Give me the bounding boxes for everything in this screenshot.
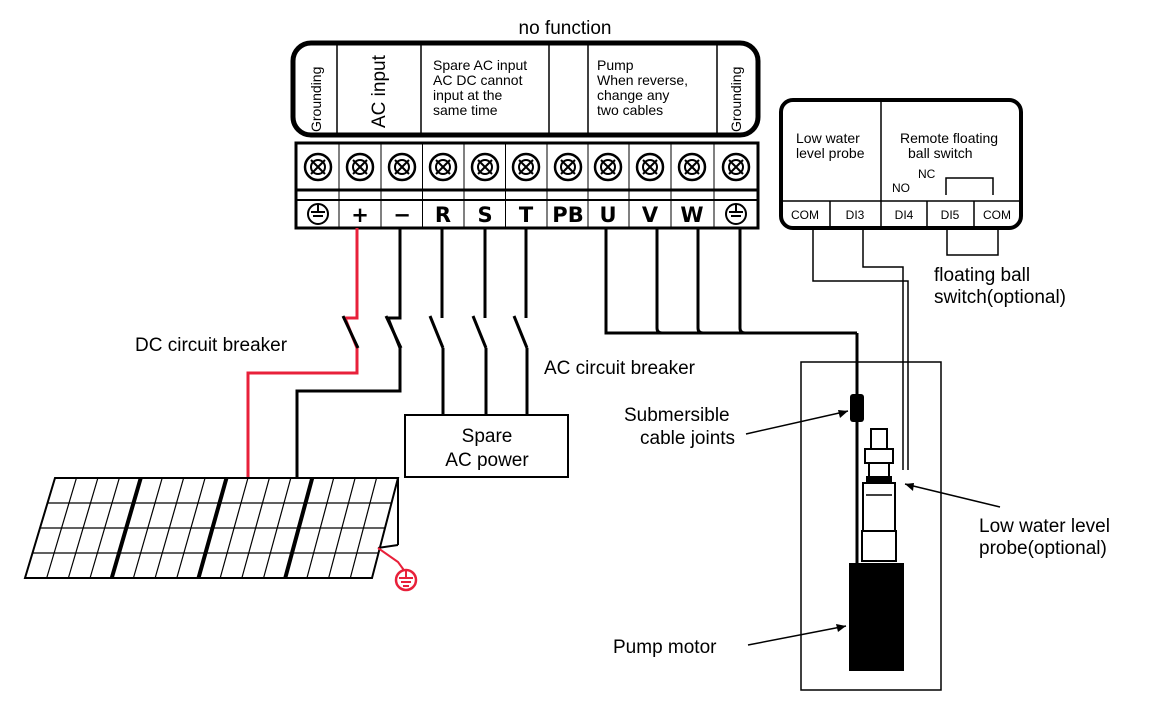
signal-wires xyxy=(812,228,999,470)
terminal-screw-icon xyxy=(593,152,623,182)
floating-ball-label-2: switch(optional) xyxy=(934,287,1066,308)
switch-label-2: ball switch xyxy=(908,145,973,161)
io-term-com-1: COM xyxy=(791,208,819,222)
spare-ac-line-2: AC DC cannot xyxy=(433,72,523,88)
pump-cables xyxy=(604,228,864,565)
ac-input-label: AC input xyxy=(369,54,390,128)
nc-label: NC xyxy=(918,167,936,181)
terminal-screw-icon xyxy=(721,152,751,182)
terminal-label: − xyxy=(393,203,411,227)
spare-ac-line-3: input at the xyxy=(433,87,502,103)
terminal-screw-icon xyxy=(303,152,333,182)
pump-line-3: change any xyxy=(597,87,669,103)
pump-line-1: Pump xyxy=(597,57,634,73)
io-term-di4: DI4 xyxy=(895,208,914,222)
terminal-label: W xyxy=(680,203,703,227)
ground-terminal-icon xyxy=(307,203,329,225)
io-term-di3: DI3 xyxy=(846,208,865,222)
floating-ball-label-1: floating ball xyxy=(934,265,1030,286)
terminal-screw-icon xyxy=(470,152,500,182)
terminal-screw-icon xyxy=(511,152,541,182)
low-water-probe-label-2: probe(optional) xyxy=(979,538,1107,559)
terminal-screw-icon xyxy=(345,152,375,182)
terminal-label: U xyxy=(599,203,616,227)
earth-ground-icon xyxy=(377,547,418,592)
terminal-screw-icon xyxy=(635,152,665,182)
dc-negative-wire xyxy=(295,228,402,478)
low-water-probe-label-1: Low water level xyxy=(979,516,1110,537)
terminal-label: T xyxy=(519,203,534,227)
terminal-label: S xyxy=(477,203,492,227)
terminal-screw-icon xyxy=(428,152,458,182)
probe-label-1: Low water xyxy=(796,130,860,146)
no-label: NO xyxy=(892,181,910,195)
ac-breaker-label: AC circuit breaker xyxy=(544,358,696,379)
pump-assembly xyxy=(849,428,904,671)
terminal-label: + xyxy=(351,203,369,227)
spare-ac-power-box: Spare AC power xyxy=(404,414,569,478)
dc-breaker-switch-2 xyxy=(384,315,403,349)
dc-breaker-switch-1 xyxy=(341,315,360,349)
terminal-screw-icon xyxy=(677,152,707,182)
pump-motor-label: Pump motor xyxy=(613,637,717,658)
grounding-left-label: Grounding xyxy=(308,67,324,132)
solar-panel-array xyxy=(23,477,400,579)
io-term-di5: DI5 xyxy=(941,208,960,222)
io-terminal-box: Low water level probe Remote floating ba… xyxy=(779,98,1023,230)
switch-label-1: Remote floating xyxy=(900,130,998,146)
cable-joints-label-1: Submersible xyxy=(624,405,730,426)
probe-label-2: level probe xyxy=(796,145,865,161)
no-function-label: no function xyxy=(519,18,612,39)
pump-line-2: When reverse, xyxy=(597,72,688,88)
spare-ac-line-4: same time xyxy=(433,102,498,118)
spare-ac-line-1: Spare AC input xyxy=(433,57,527,73)
terminal-header: Grounding AC input Spare AC input AC DC … xyxy=(290,40,761,138)
terminal-label: V xyxy=(642,203,659,227)
spare-ac-power-line-1: Spare xyxy=(462,426,513,447)
ac-wires xyxy=(428,228,529,415)
dc-breaker-label: DC circuit breaker xyxy=(135,335,288,356)
pump-motor xyxy=(849,563,904,671)
terminal-screw-icon xyxy=(553,152,583,182)
dc-wires xyxy=(246,228,403,478)
terminal-label: PB xyxy=(552,203,583,227)
pump-line-4: two cables xyxy=(597,102,663,118)
spare-ac-power-line-2: AC power xyxy=(445,450,529,471)
terminal-label: R xyxy=(435,203,451,227)
io-term-com-2: COM xyxy=(983,208,1011,222)
cable-joints-label-2: cable joints xyxy=(640,428,735,449)
terminal-screw-icon xyxy=(387,152,417,182)
grounding-right-label: Grounding xyxy=(728,67,744,132)
well-outline xyxy=(800,361,942,691)
ground-terminal-icon xyxy=(725,203,747,225)
cable-joint xyxy=(850,394,864,422)
